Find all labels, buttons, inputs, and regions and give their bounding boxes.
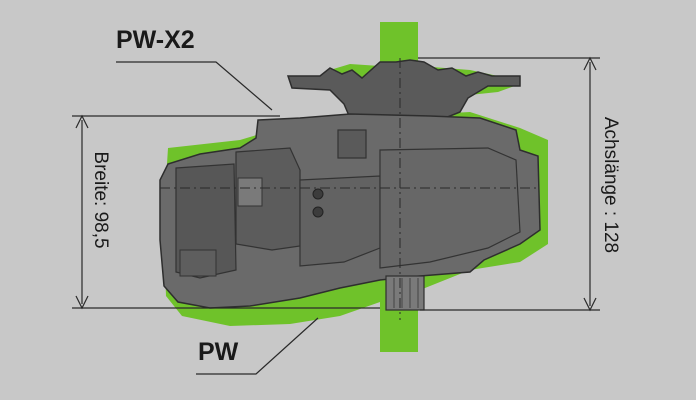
- label-pw-x2: PW-X2: [116, 26, 195, 54]
- pw-x2-motor: [159, 58, 541, 320]
- axle-arrow-bottom: [583, 297, 597, 312]
- dimension-axle: [418, 56, 600, 312]
- width-arrow-bottom: [75, 295, 89, 310]
- label-pw: PW: [198, 338, 239, 366]
- motor-boss: [337, 129, 367, 159]
- width-dimension-label: Breite: 98,5: [90, 151, 111, 249]
- dimension-width: [72, 114, 380, 310]
- axle-length-dimension-label: Achslänge : 128: [600, 116, 621, 254]
- mounting-bolt-lower: [312, 206, 324, 218]
- motor-center-plate: [299, 175, 381, 267]
- motor-gear-case: [379, 147, 521, 269]
- motor-connector: [237, 177, 263, 207]
- leader-line-pw-x2: [116, 61, 273, 111]
- leader-line-pw: [196, 317, 319, 375]
- width-arrow-top: [75, 114, 89, 129]
- motor-foot: [179, 249, 217, 277]
- axle-arrow-top: [583, 56, 597, 71]
- mounting-bolt-upper: [312, 188, 324, 200]
